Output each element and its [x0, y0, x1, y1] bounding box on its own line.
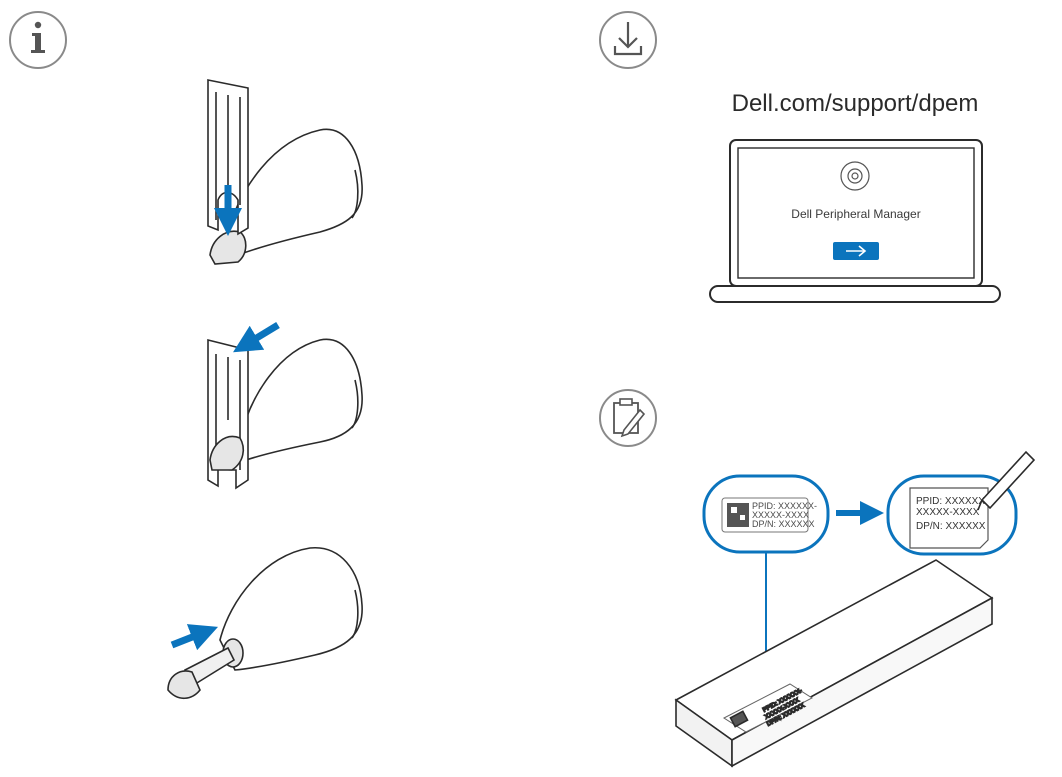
label-large-dpn: DP/N: XXXXXX — [916, 521, 986, 532]
stylus-step-1 — [207, 79, 363, 265]
arrow-right-icon — [846, 245, 867, 257]
product-box: PPID: XXXXXX- XXXXX-XXXX DP/N: XXXXXX — [674, 559, 994, 768]
label-large-ppid2: XXXXX-XXXX — [916, 507, 980, 518]
label-small-ppid2: XXXXX-XXXX — [752, 510, 809, 520]
support-url: Dell.com/support/dpem — [731, 90, 979, 117]
label-small-ppid: PPID: XXXXXX- — [752, 501, 817, 511]
arrow-left-2 — [233, 322, 280, 353]
pen-icon — [977, 450, 1036, 511]
stylus-step-2 — [207, 338, 363, 490]
arrow-right-3 — [170, 624, 219, 651]
label-small-dpn: DP/N: XXXXXX — [752, 519, 815, 529]
callout-box-label: PPID: XXXXXX- XXXXX-XXXX DP/N: XXXXXX — [702, 474, 830, 554]
clipboard-pen-icon — [599, 389, 657, 447]
callout-note-label: PPID: XXXXXX- XXXXX-XXXX DP/N: XXXXXX — [886, 450, 1036, 556]
app-name-text: Dell Peripheral Manager — [791, 207, 920, 221]
gear-icon — [840, 161, 870, 191]
stylus-step-3 — [167, 547, 363, 700]
label-large-ppid: PPID: XXXXXX- — [916, 496, 988, 507]
qr-code-icon — [727, 503, 749, 527]
download-icon — [599, 11, 657, 69]
laptop: Dell Peripheral Manager — [709, 139, 1001, 303]
info-icon — [9, 11, 67, 69]
